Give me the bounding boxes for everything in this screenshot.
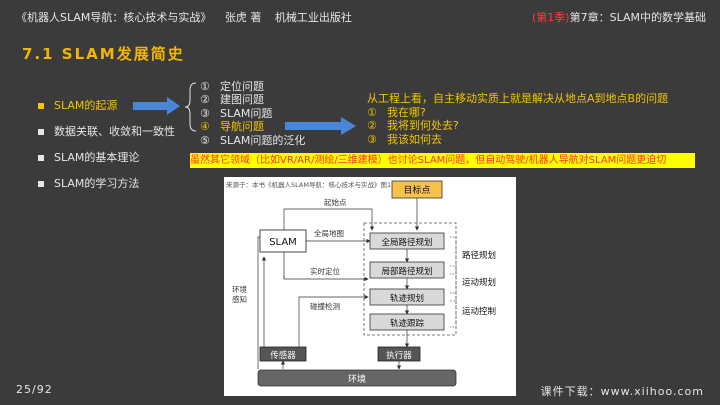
menu-item-label: 数据关联、收敛和一致性 xyxy=(54,125,175,138)
blue-arrow-icon xyxy=(285,117,356,135)
topic-menu: SLAM的起源 数据关联、收敛和一致性 SLAM的基本理论 SLAM的学习方法 xyxy=(38,98,175,202)
bullet-icon xyxy=(38,181,44,187)
header-right: (第1季)第7章：SLAM中的数学基础 xyxy=(532,9,706,25)
highlight-banner: 虽然其它领域（比如VR/AR/测绘/三维建模）也讨论SLAM问题，但自动驾驶/机… xyxy=(190,153,695,168)
blue-arrow-icon xyxy=(133,97,180,115)
brace-icon xyxy=(184,82,197,132)
chapter-title: 第7章：SLAM中的数学基础 xyxy=(569,11,706,24)
block-label: 局部路径规划 xyxy=(381,266,432,277)
page-number: 25/92 xyxy=(16,383,53,396)
bullet-icon xyxy=(38,129,44,135)
menu-item-basic-theory[interactable]: SLAM的基本理论 xyxy=(38,150,175,176)
explanation-heading: 从工程上看，自主移动实质上就是解决从地点A到地点B的问题 xyxy=(367,92,669,105)
architecture-diagram: 来源于：本书《机器人SLAM导航：核心技术与实战》图11-24 目标点 SLAM… xyxy=(226,180,496,387)
start-label: 起始点 xyxy=(324,197,347,207)
right-label: 运动控制 xyxy=(462,306,496,317)
env-sense-label: 感知 xyxy=(232,294,247,304)
menu-item-learning-method[interactable]: SLAM的学习方法 xyxy=(38,176,175,202)
navigation-architecture-figure: 来源于：本书《机器人SLAM导航：核心技术与实战》图11-24 目标点 SLAM… xyxy=(224,177,516,396)
bullet-icon xyxy=(38,155,44,161)
slam-label: SLAM xyxy=(269,237,297,248)
executor-label: 执行器 xyxy=(386,350,412,361)
download-link[interactable]: 课件下载：www.xiihoo.com xyxy=(540,385,704,398)
environment-label: 环境 xyxy=(348,373,366,385)
collision-label: 碰撞检测 xyxy=(310,301,340,311)
environment-bar xyxy=(257,369,457,387)
menu-item-label: SLAM的基本理论 xyxy=(54,151,140,164)
global-map-label: 全局地图 xyxy=(314,228,344,238)
env-sense-label: 环境 xyxy=(232,284,247,294)
menu-item-label: SLAM的学习方法 xyxy=(54,177,140,190)
season-label: (第1季) xyxy=(532,11,570,24)
target-label: 目标点 xyxy=(403,184,430,196)
block-label: 全局路径规划 xyxy=(381,237,432,248)
menu-item-label: SLAM的起源 xyxy=(54,99,118,112)
block-label: 轨迹规划 xyxy=(390,293,424,304)
publisher: 机械工业出版社 xyxy=(274,11,352,24)
section-title: 7.1 SLAM发展简史 xyxy=(22,45,185,63)
author: 张虎 著 xyxy=(224,11,262,24)
menu-item-slam-origin[interactable]: SLAM的起源 xyxy=(38,98,175,124)
book-title: 《机器人SLAM导航：核心技术与实战》 xyxy=(16,11,212,24)
figure-caption: 来源于：本书《机器人SLAM导航：核心技术与实战》图11-24 xyxy=(226,180,406,189)
header-left: 《机器人SLAM导航：核心技术与实战》 张虎 著 机械工业出版社 xyxy=(16,9,362,25)
right-label: 运动规划 xyxy=(462,277,496,288)
bullet-icon xyxy=(38,103,44,109)
right-label: 路径规划 xyxy=(462,250,496,261)
menu-item-data-association[interactable]: 数据关联、收敛和一致性 xyxy=(38,124,175,150)
block-label: 轨迹跟踪 xyxy=(390,318,425,329)
realtime-loc-label: 实时定位 xyxy=(310,266,340,276)
sensor-label: 传感器 xyxy=(270,350,296,361)
